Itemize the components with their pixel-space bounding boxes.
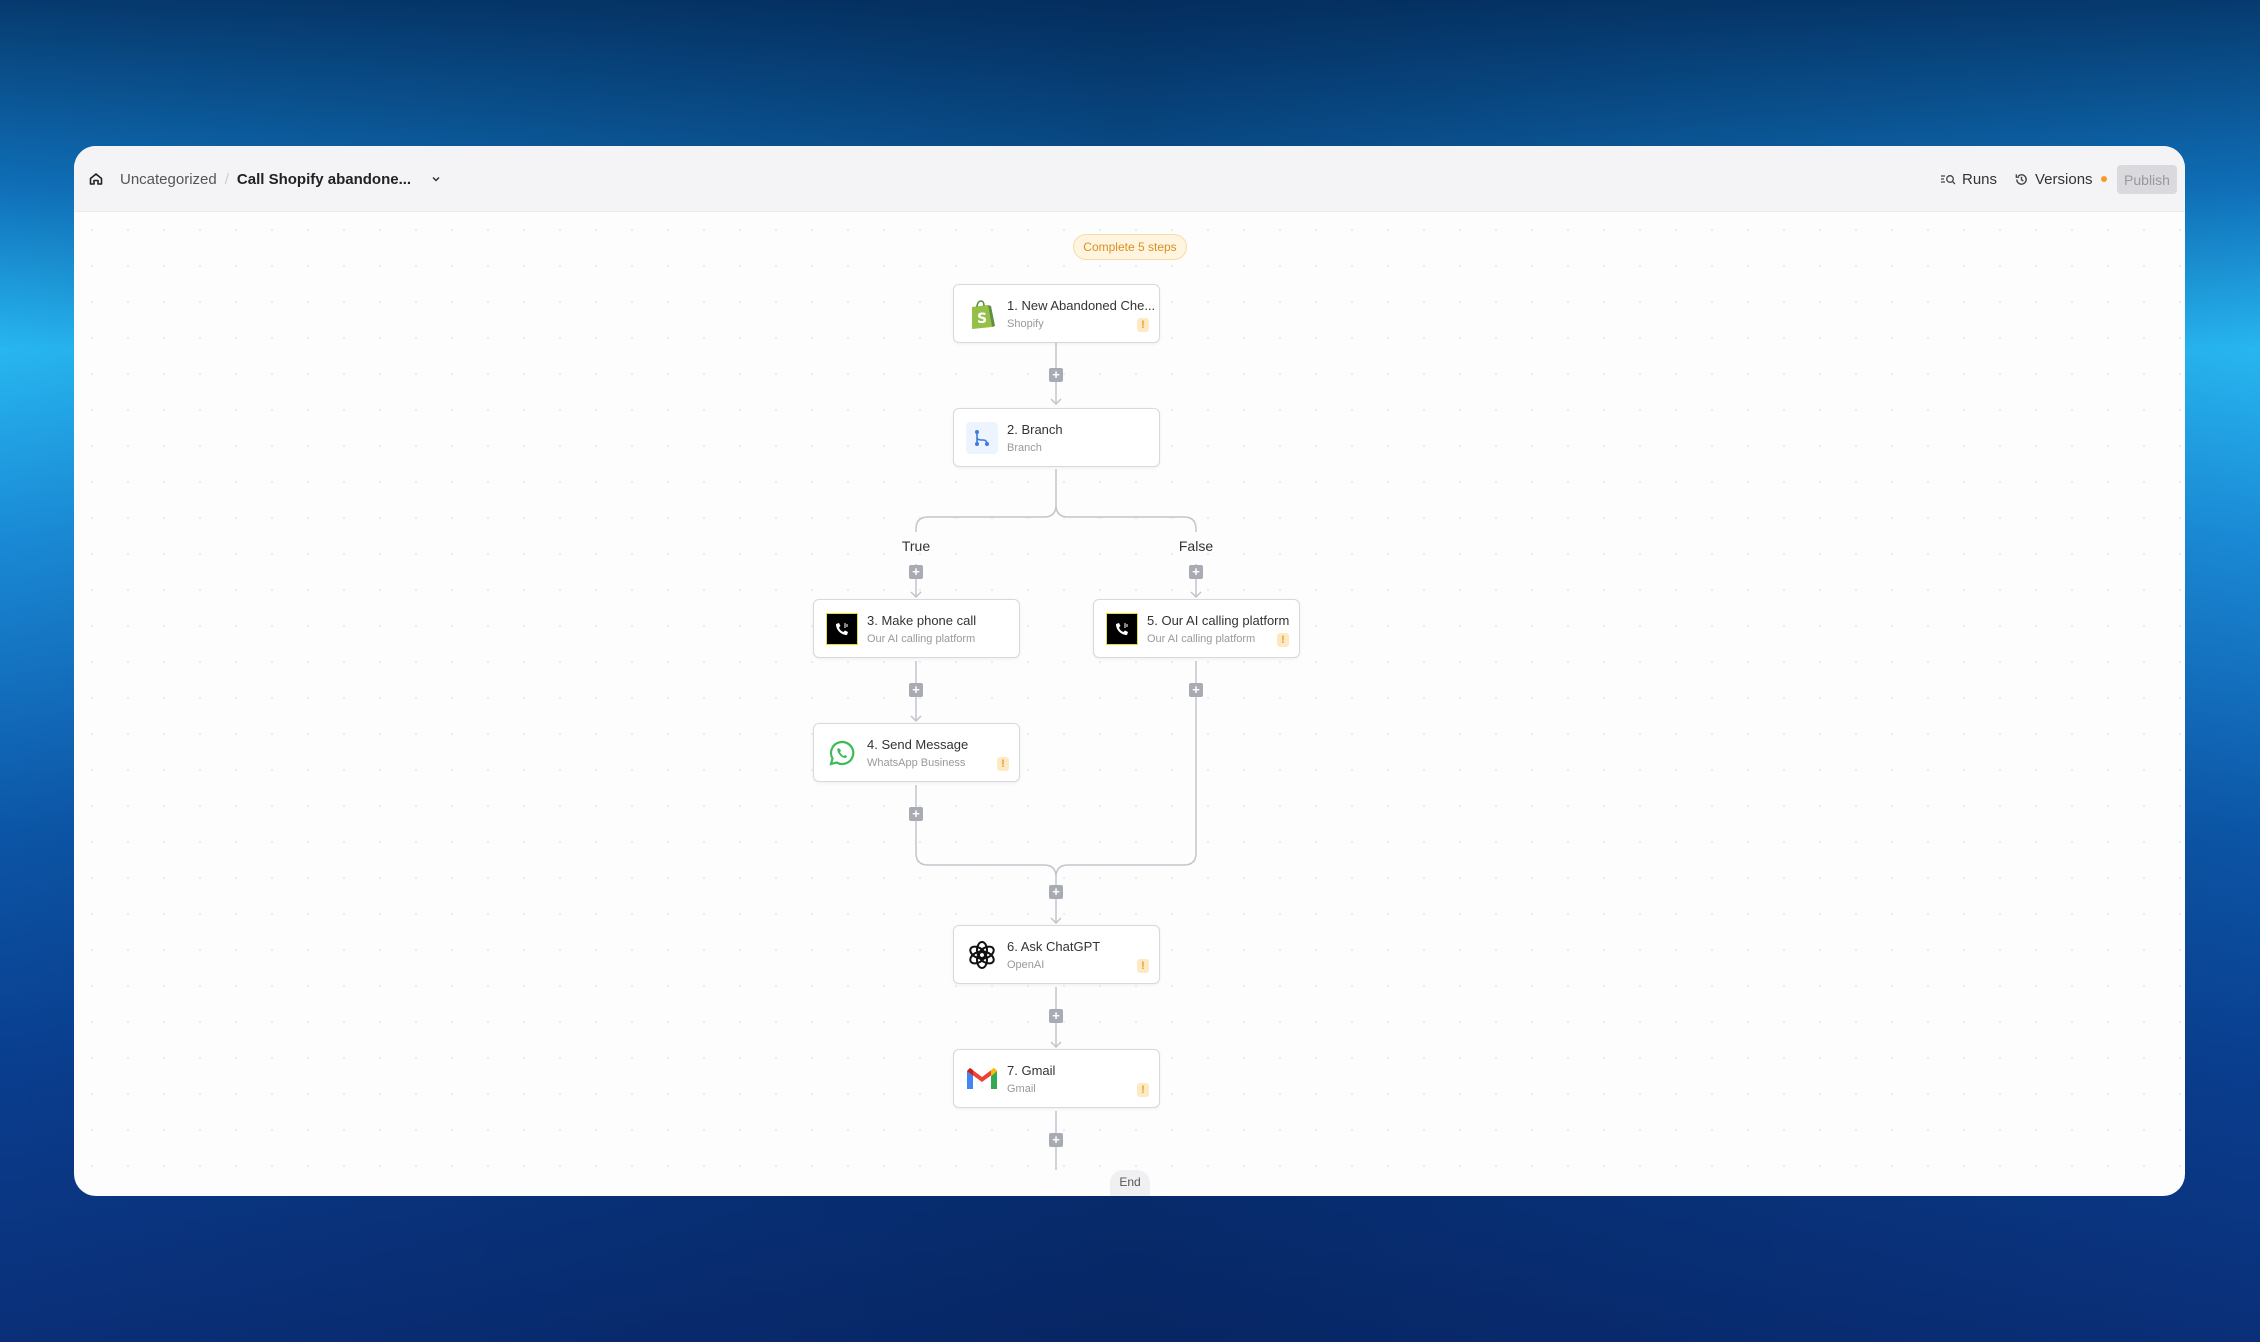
add-step-button[interactable]: + <box>909 565 923 579</box>
branch-icon <box>966 422 998 454</box>
workflow-canvas[interactable]: Complete 5 steps + + + + + + + + + True … <box>74 212 2185 1196</box>
step-title: 5. Our AI calling platform <box>1147 613 1290 628</box>
openai-icon <box>966 939 998 971</box>
arrow-head <box>1050 1041 1062 1049</box>
step-title: 7. Gmail <box>1007 1063 1056 1078</box>
add-step-button[interactable]: + <box>909 807 923 821</box>
step-title: 2. Branch <box>1007 422 1063 437</box>
warning-icon: ! <box>1137 318 1149 332</box>
connector-branch <box>915 469 1197 532</box>
add-step-button[interactable]: + <box>1049 368 1063 382</box>
branch-false-label: False <box>1178 538 1214 554</box>
arrow-head <box>1190 591 1202 599</box>
whatsapp-icon <box>826 737 858 769</box>
step-title: 3. Make phone call <box>867 613 977 628</box>
add-step-button[interactable]: + <box>1189 565 1203 579</box>
versions-label: Versions <box>2035 170 2093 188</box>
chevron-down-icon[interactable] <box>431 174 441 184</box>
step-title: 1. New Abandoned Che... <box>1007 298 1156 313</box>
arrow-head <box>1050 398 1062 406</box>
arrow-head <box>910 591 922 599</box>
breadcrumb-folder[interactable]: Uncategorized <box>120 170 217 188</box>
svg-text:S: S <box>977 311 987 327</box>
phone-call-icon <box>826 613 858 645</box>
step-app: Shopify <box>1007 318 1044 330</box>
step-node-make-phone-call[interactable]: 3. Make phone call Our AI calling platfo… <box>813 599 1020 658</box>
step-title: 4. Send Message <box>867 737 969 752</box>
workflow-title[interactable]: Call Shopify abandone... <box>236 170 412 188</box>
top-bar: Uncategorized / Call Shopify abandone...… <box>74 146 2185 212</box>
step-app: WhatsApp Business <box>867 757 966 769</box>
warning-icon: ! <box>1137 1083 1149 1097</box>
step-node-ask-chatgpt[interactable]: 6. Ask ChatGPT OpenAI ! <box>953 925 1160 984</box>
step-node-ai-calling-platform[interactable]: 5. Our AI calling platform Our AI callin… <box>1093 599 1300 658</box>
arrow-head <box>910 715 922 723</box>
step-app: Our AI calling platform <box>1147 633 1256 645</box>
step-node-shopify[interactable]: S 1. New Abandoned Che... Shopify ! <box>953 284 1160 343</box>
add-step-button[interactable]: + <box>1049 1009 1063 1023</box>
workflow-editor-window: Uncategorized / Call Shopify abandone...… <box>74 146 2185 1196</box>
unsaved-indicator <box>2100 176 2107 182</box>
home-icon <box>89 173 103 185</box>
step-app: Branch <box>1007 442 1042 454</box>
step-app: OpenAI <box>1007 959 1045 971</box>
add-step-button[interactable]: + <box>909 683 923 697</box>
home-button[interactable] <box>88 146 104 212</box>
complete-steps-badge[interactable]: Complete 5 steps <box>1073 234 1187 260</box>
step-node-gmail[interactable]: 7. Gmail Gmail ! <box>953 1049 1160 1108</box>
end-node: End <box>1110 1170 1150 1196</box>
publish-button[interactable]: Publish <box>2117 165 2177 194</box>
branch-true-label: True <box>901 538 931 554</box>
step-app: Gmail <box>1007 1083 1036 1095</box>
arrow-head <box>1050 917 1062 925</box>
runs-label: Runs <box>1962 170 1998 188</box>
runs-icon <box>1941 175 1956 185</box>
history-icon <box>2015 173 2027 185</box>
step-title: 6. Ask ChatGPT <box>1007 939 1101 954</box>
add-step-button[interactable]: + <box>1189 683 1203 697</box>
warning-icon: ! <box>997 757 1009 771</box>
versions-button[interactable]: Versions <box>2014 146 2107 212</box>
warning-icon: ! <box>1277 633 1289 647</box>
runs-button[interactable]: Runs <box>1940 146 1997 212</box>
phone-call-icon <box>1106 613 1138 645</box>
step-node-send-message[interactable]: 4. Send Message WhatsApp Business ! <box>813 723 1020 782</box>
step-node-branch[interactable]: 2. Branch Branch <box>953 408 1160 467</box>
warning-icon: ! <box>1137 959 1149 973</box>
breadcrumb-separator: / <box>224 170 229 188</box>
breadcrumb: Uncategorized / Call Shopify abandone... <box>120 146 441 212</box>
add-step-button[interactable]: + <box>1049 1133 1063 1147</box>
shopify-icon: S <box>966 298 998 330</box>
gmail-icon <box>966 1063 998 1095</box>
step-app: Our AI calling platform <box>867 633 976 645</box>
add-step-button[interactable]: + <box>1049 885 1063 899</box>
